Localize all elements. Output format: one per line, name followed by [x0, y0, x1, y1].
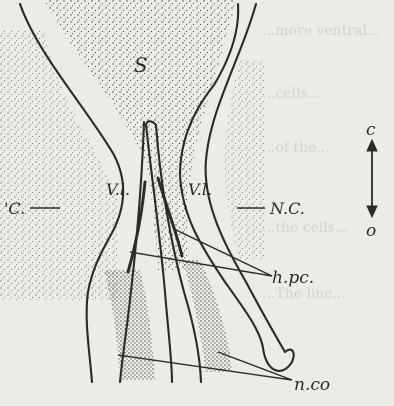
- septum-lower-line: [165, 292, 172, 382]
- compass-label-bottom: o: [366, 221, 376, 241]
- compass-label-top: c: [366, 120, 376, 140]
- label-nco: n.co: [294, 375, 330, 395]
- arrow-up-icon: [367, 140, 377, 151]
- bg-text-line: ...more ventral...: [262, 23, 380, 39]
- label-vl-left: V.l.: [106, 180, 130, 199]
- label-vl-right: V.l.: [188, 180, 212, 199]
- label-c: 'C.: [4, 199, 25, 218]
- right-stippled-region: [225, 60, 265, 260]
- background-page-text: ...more ventral... ...cells... ...of the…: [262, 23, 380, 302]
- label-hpc: h.pc.: [272, 268, 314, 288]
- label-s: S: [134, 53, 148, 77]
- orientation-compass: [367, 140, 377, 217]
- bg-text-line: ...cells...: [262, 86, 321, 102]
- left-nco-region: [104, 270, 155, 380]
- bg-text-line: ...of the...: [262, 140, 330, 156]
- bg-text-line: ...The line...: [262, 286, 346, 302]
- arrow-down-icon: [367, 206, 377, 217]
- stippled-tissue: [0, 0, 265, 380]
- bg-text-line: ...the cells...: [262, 220, 348, 236]
- label-nc: N.C.: [269, 199, 305, 218]
